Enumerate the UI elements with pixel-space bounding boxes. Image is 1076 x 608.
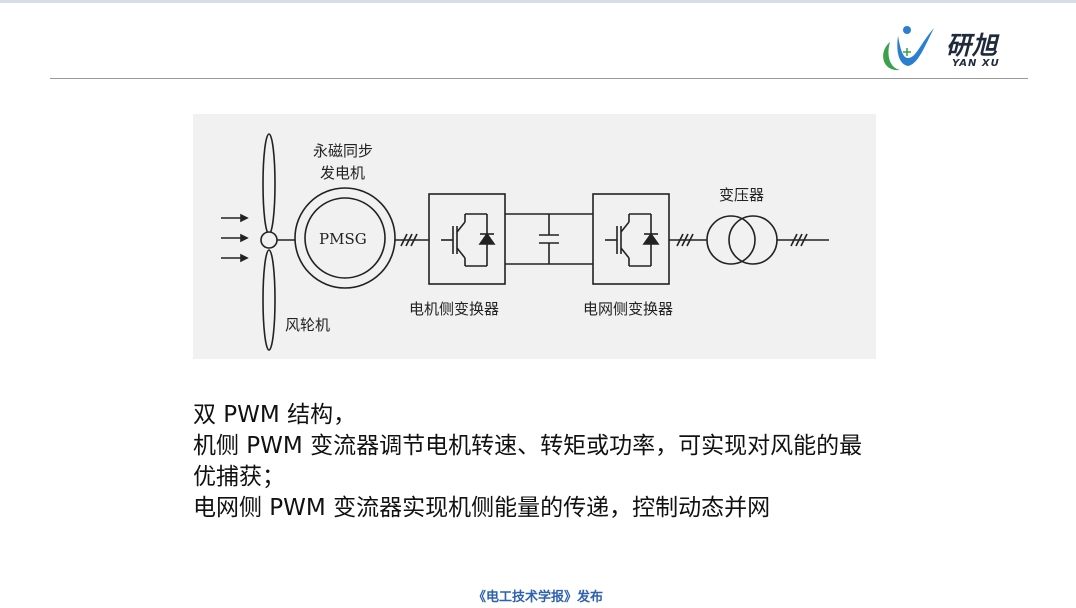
logo-text: 研旭 xyxy=(946,31,999,60)
transformer-icon xyxy=(706,215,778,265)
grid-converter-label: 电网侧变换器 xyxy=(583,300,673,318)
grid-side-converter-icon xyxy=(592,193,670,285)
top-rule xyxy=(0,0,1076,3)
body-line-4: 电网侧 PWM 变流器实现机侧能量的传递，控制动态并网 xyxy=(193,495,771,521)
generator-label-line2: 发电机 xyxy=(320,164,365,182)
generator-label-line1: 永磁同步 xyxy=(313,142,373,160)
turbine-label: 风轮机 xyxy=(285,316,330,334)
company-logo: 研旭 YAN XU xyxy=(876,22,1036,78)
header-divider xyxy=(50,78,1028,79)
diagram-svg: 永磁同步 发电机 PMSG 风轮机 电机侧变换器 电网侧变换器 变压器 xyxy=(221,133,829,351)
transformer-label: 变压器 xyxy=(719,186,764,204)
footer-publisher: 《电工技术学报》发布 xyxy=(472,590,603,605)
wind-system-diagram: 永磁同步 发电机 PMSG 风轮机 电机侧变换器 电网侧变换器 变压器 xyxy=(193,114,876,359)
body-line-3: 优捕获； xyxy=(193,464,285,490)
logo-subtext: YAN XU xyxy=(952,58,1000,69)
turbine-icon xyxy=(260,133,278,351)
pmsg-generator-icon xyxy=(294,187,396,289)
logo-mark-icon xyxy=(883,26,934,71)
body-line-1: 双 PWM 结构， xyxy=(193,402,357,428)
body-line-2: 机侧 PWM 变流器调节电机转速、转矩或功率，可实现对风能的最 xyxy=(193,433,863,459)
machine-side-converter-icon xyxy=(428,193,506,285)
machine-converter-label: 电机侧变换器 xyxy=(409,300,499,318)
dc-link-capacitor-icon xyxy=(505,213,593,265)
pmsg-label: PMSG xyxy=(319,230,367,248)
wind-arrows-icon xyxy=(221,213,249,263)
body-text: 双 PWM 结构， 机侧 PWM 变流器调节电机转速、转矩或功率，可实现对风能的… xyxy=(193,400,993,524)
